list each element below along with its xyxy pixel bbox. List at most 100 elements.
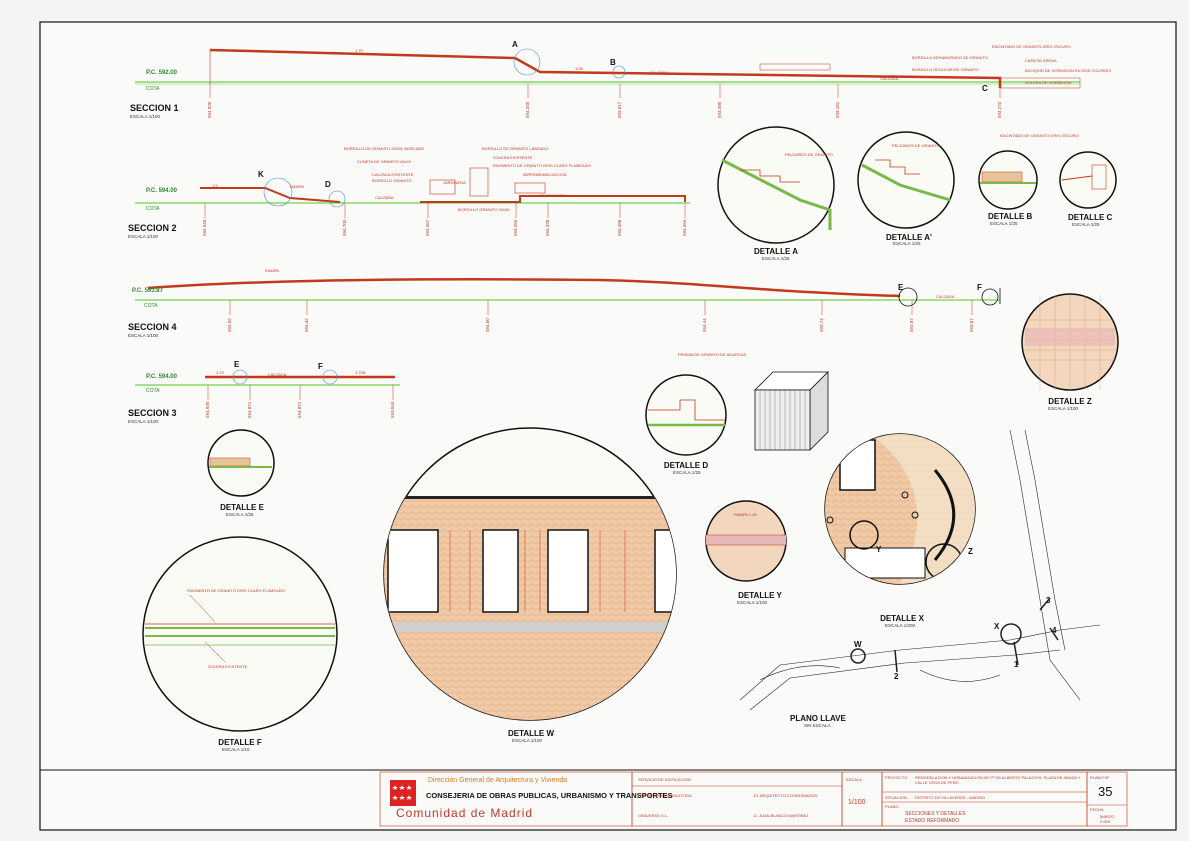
tb-arquitecto-label: EL ARQUITECTO COORDINADOR [754, 793, 818, 798]
key-plan-label: X [994, 622, 1000, 631]
detail-e-title: DETALLE E [220, 503, 264, 512]
section-2-cota: COTA [146, 206, 160, 212]
key-plan-title: PLANO LLAVE [790, 714, 846, 723]
detail-f-circle [142, 536, 338, 732]
detail-ak-circle [857, 131, 955, 229]
comunidad-logo [390, 780, 416, 806]
section-3-station: 594.871 [247, 401, 252, 418]
section-3-station: 593.040 [390, 401, 395, 418]
detail-a-note: PELDAÑOS DE GRANITO [785, 152, 833, 157]
section-2-title: SECCION 2 [128, 223, 177, 233]
section-1-scale: ESCALA 1/100 [130, 114, 161, 119]
tb-empresa-label: LA EMPRESA CONSULTORA [638, 793, 692, 798]
section-2-note: IMPERMEABILIZACION [523, 172, 567, 177]
section-2-drawing [135, 167, 690, 218]
section-1-station: 593.272 [997, 101, 1002, 118]
detail-d-scale: ESCALA 1/25 [673, 470, 701, 475]
section-2-pc: P.C. 594.00 [146, 188, 177, 194]
section-2-note: BORDILLO DE GRANITO LABRADO [482, 146, 549, 151]
section-4-point-e: E [898, 283, 904, 292]
key-plan-label: 2 [894, 672, 899, 681]
detail-y-scale: ESCALA 1/100 [737, 600, 768, 605]
section-2-station: 594.700 [342, 219, 347, 236]
section-2-slope: 1.5 [212, 183, 218, 188]
detail-z-title: DETALLE Z [1048, 397, 1092, 406]
section-4-cota: COTA [144, 303, 158, 309]
section-2-note: PAVIMENTO DE GRANITO GRIS CLARO FLAMEADO [493, 163, 591, 168]
detail-d-title: DETALLE D [663, 461, 709, 470]
detail-x-label-y: Y [876, 545, 882, 554]
tb-proyecto-label: PROYECTO [885, 775, 908, 780]
section-4-calzada: CALZADA [936, 294, 955, 299]
detail-f-title: DETALLE F [218, 738, 262, 747]
section-4-station: 594.44 [702, 318, 707, 332]
section-1-note: BORDILLO ADHAMURADO DE GRANITO [912, 55, 988, 60]
key-plan-label: 3 [1046, 596, 1051, 605]
section-4-rampa: RAMPA [265, 268, 279, 273]
section-3-calzada: CALZADA [268, 372, 287, 377]
tb-escala-label: ESCALA [846, 777, 862, 782]
detail-y-title: DETALLE Y [738, 591, 782, 600]
section-2-station: 594.367 [425, 219, 430, 236]
detail-b-circle [978, 150, 1038, 210]
detail-y-circle [705, 500, 787, 582]
section-4-title: SECCION 4 [128, 322, 177, 332]
tb-servicio: SERVICIO DE EDIFICACION [638, 777, 691, 782]
section-2-calzada: CALZADA [375, 195, 394, 200]
section-4-station: 594.02 [227, 318, 232, 332]
tb-plano-n-label: PLANO Nº [1090, 775, 1110, 780]
tb-situacion-label: SITUACION [885, 795, 907, 800]
section-3-title: SECCION 3 [128, 408, 177, 418]
tb-plano-label: PLANO [885, 804, 899, 809]
detail-a-scale: ESCALA 1/25 [762, 256, 790, 261]
detail-ak-title: DETALLE A' [886, 233, 932, 242]
section-4-scale: ESCALA 1/100 [128, 333, 159, 338]
detail-f-note1: PAVIMENTO DE GRANITO GRIS CLARO FLAMEADO [187, 588, 285, 593]
detail-c-note: ENCINTADO DE GRANITO GRIS OSCURO [1000, 133, 1079, 138]
tb-comunidad: Comunidad de Madrid [396, 806, 534, 820]
section-1-note: ENCINTADO DE GRANITO GRIS OSCURO [992, 44, 1071, 49]
section-3-cota: COTA [146, 388, 160, 394]
detail-d-circle [645, 374, 727, 456]
tb-escala: 1/100 [848, 799, 866, 806]
detail-x-scale: ESCALA 1/200 [885, 623, 916, 628]
detail-w-scale: ESCALA 1/100 [512, 738, 543, 743]
section-1-point-c: C [982, 84, 988, 93]
section-2-station: 594.338 [545, 219, 550, 236]
detail-d-note: PRISMA DE GRANITO DE ADARGAS [678, 352, 747, 357]
detail-a-circle [717, 126, 835, 244]
tb-situacion: DISTRITO DE VILLAVERDE - MADRID [915, 795, 986, 800]
section-3-slope: 1.75 [216, 370, 224, 375]
key-plan-label: 4 [1052, 626, 1057, 635]
section-1-station: 593.181 [835, 101, 840, 118]
section-4-point-f: F [977, 283, 982, 292]
section-4-drawing [135, 278, 1001, 315]
key-plan-drawing [739, 429, 1101, 711]
section-1-title: SECCION 1 [130, 103, 179, 113]
section-2-point-d: D [325, 180, 331, 189]
detail-f-note2: SOLERA EXISTENTE [208, 664, 248, 669]
detail-x-title: DETALLE X [880, 614, 924, 623]
section-1-station: 593.517 [617, 101, 622, 118]
section-2-station: 594.940 [202, 219, 207, 236]
section-1-slope: 1.75 [355, 48, 363, 53]
section-1-cota: COTA [146, 86, 160, 92]
section-1-note: SOLERA DE HORMIGON [1025, 80, 1072, 85]
section-2-station: 594.384 [682, 219, 687, 236]
detail-y-note: RAMPA 1.45 [734, 512, 757, 517]
tb-empresa: GRAVERAS S.L. [638, 813, 669, 818]
detail-x-label-z: Z [968, 547, 973, 556]
tb-plano-n: 35 [1098, 784, 1113, 799]
section-1-station: 594.930 [207, 101, 212, 118]
detail-e-scale: ESCALA 1/25 [226, 512, 254, 517]
detail-w-title: DETALLE W [507, 729, 555, 738]
section-1-pc: P.C. 592.00 [146, 70, 177, 76]
section-2-note: BORDILLO DE GRANITO 20x25, BISELADO [344, 146, 425, 151]
detail-f-scale: ESCALA 1/10 [222, 747, 250, 752]
section-3-station: 594.930 [205, 401, 210, 418]
section-2-station: 594.355 [513, 219, 518, 236]
detail-b-title: DETALLE B [988, 212, 1033, 221]
section-1-slope2: 1.05 [575, 66, 583, 71]
detail-z-scale: ESCALA 1/100 [1048, 406, 1079, 411]
